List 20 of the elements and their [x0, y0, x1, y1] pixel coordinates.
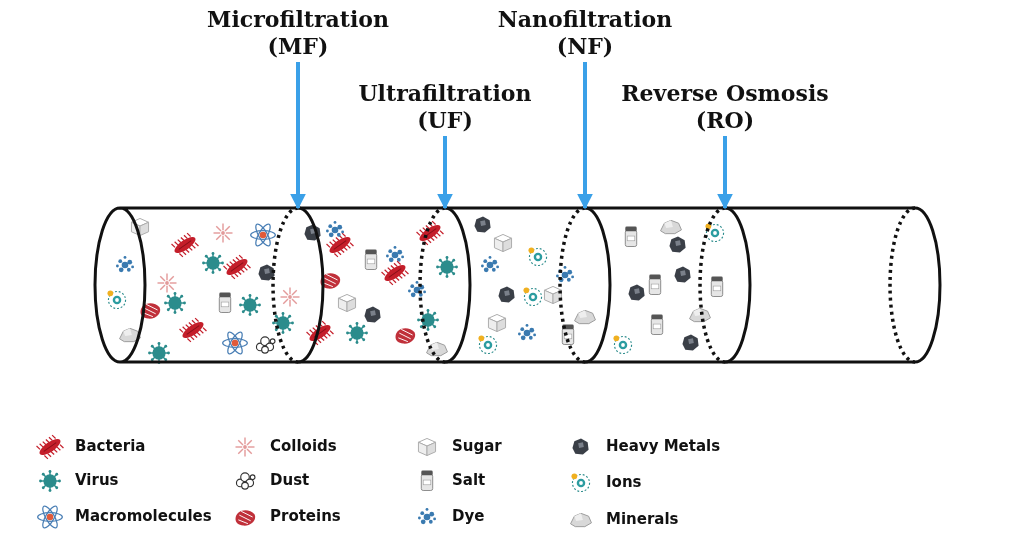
legend-label: Sugar	[452, 437, 502, 455]
arrow	[290, 62, 306, 210]
arrow	[437, 136, 453, 210]
legend-label: Macromolecules	[75, 507, 212, 525]
legend-label: Salt	[452, 471, 486, 489]
legend-label: Virus	[75, 471, 119, 489]
legend-label: Bacteria	[75, 437, 146, 455]
filtration-label: Reverse Osmosis (RO)	[610, 80, 840, 134]
legend-label: Dust	[270, 471, 310, 489]
legend-label: Proteins	[270, 507, 341, 525]
legend-label: Ions	[606, 473, 642, 491]
legend-label: Minerals	[606, 510, 679, 528]
legend-label: Colloids	[270, 437, 337, 455]
filtration-label: Nanofiltration (NF)	[485, 6, 685, 60]
legend-label: Heavy Metals	[606, 437, 721, 455]
legend-label: Dye	[452, 507, 485, 525]
arrow	[717, 136, 733, 210]
arrow	[577, 62, 593, 210]
filtration-label: Microfiltration (MF)	[193, 6, 403, 60]
filtration-label: Ultrafiltration (UF)	[345, 80, 545, 134]
